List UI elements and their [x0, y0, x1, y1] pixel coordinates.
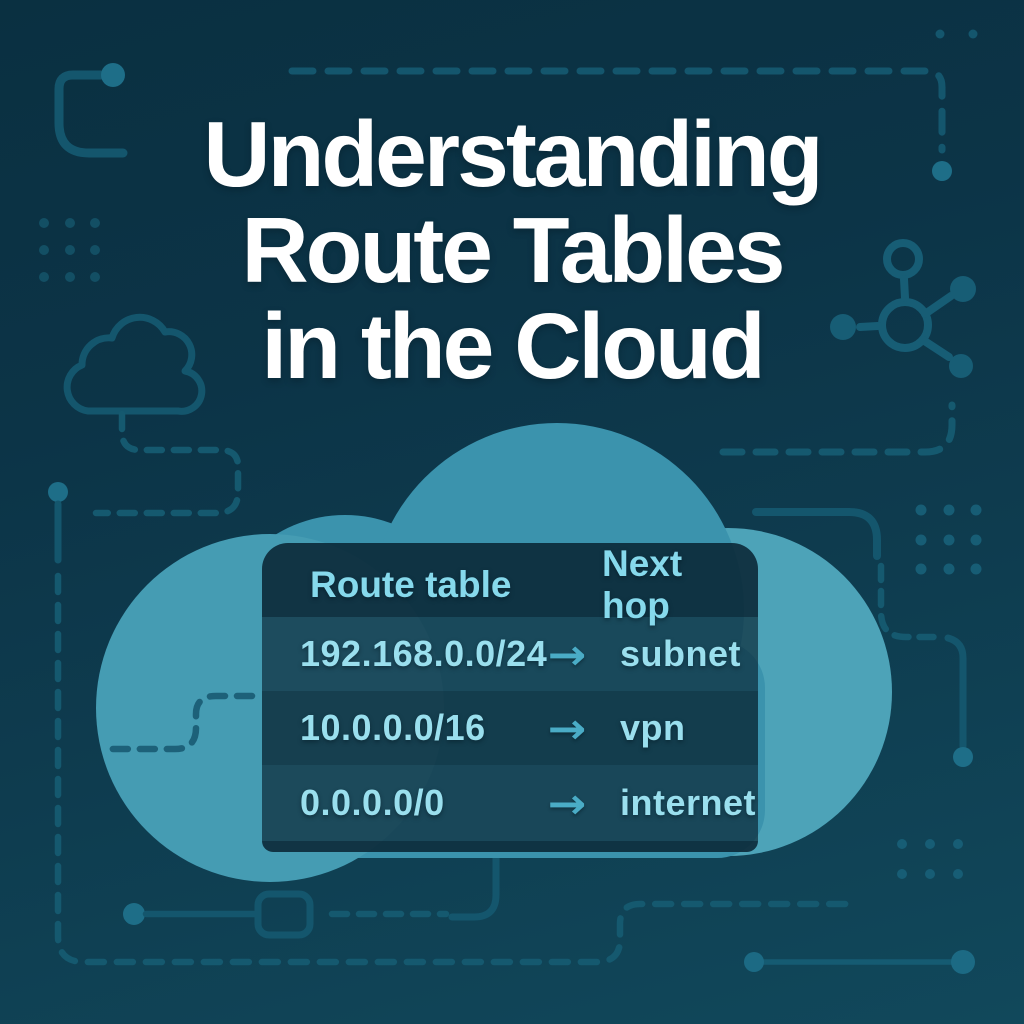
next-hop-cell: subnet	[620, 633, 742, 674]
route-cell: 192.168.0.0/24	[300, 633, 548, 674]
table-row-band-3	[262, 765, 758, 841]
circuit-trace-left-edge	[48, 482, 852, 966]
column-header-route-table: Route table	[310, 564, 512, 605]
circuit-trace-upper-right-dashed	[719, 401, 956, 456]
circuit-trace-right-dashed	[877, 562, 973, 767]
page-title: Understanding Route Tables in the Cloud	[0, 106, 1024, 394]
circuit-trace-top-left	[54, 63, 128, 158]
cloud-outline-icon	[63, 313, 242, 517]
title-line-2: Route Tables	[241, 198, 785, 302]
circuit-trace-right-corner	[752, 508, 881, 560]
dots-grid-right	[915, 504, 982, 575]
route-cell: 0.0.0.0/0	[300, 782, 445, 823]
node-dot	[932, 161, 952, 181]
table-row: 0.0.0.0/0 → internet	[262, 765, 758, 841]
table-header-band	[262, 543, 758, 617]
title-line-3: in the Cloud	[261, 294, 765, 398]
table-row-band-1	[262, 617, 758, 691]
column-header-next-hop: Next hop	[602, 543, 683, 626]
circuit-trace-bottom	[123, 850, 500, 939]
network-node-icon	[830, 239, 976, 378]
chip-outline	[254, 890, 314, 939]
node-dot	[951, 950, 975, 974]
table-row: 10.0.0.0/16 → vpn	[262, 691, 758, 765]
circuit-trace-on-cloud	[108, 692, 256, 753]
arrow-right-icon: →	[547, 703, 587, 753]
next-hop-cell: internet	[620, 782, 757, 823]
route-cell: 10.0.0.0/16	[300, 707, 486, 748]
node-dot	[101, 63, 125, 87]
node-dot	[744, 952, 764, 972]
arrow-right-icon: →	[547, 778, 587, 828]
node-dot	[953, 747, 973, 767]
node-dot	[123, 903, 145, 925]
table-header-row: Route table Next hop	[262, 543, 758, 626]
dots-grid-bottom-right	[897, 839, 963, 879]
arrow-right-icon: →	[547, 629, 587, 679]
dots-grid-top-left	[39, 218, 100, 282]
route-table-panel: Route table Next hop 192.168.0.0/24 → su…	[262, 543, 758, 852]
table-row-band-2	[262, 691, 758, 765]
table-footer-band	[262, 841, 758, 852]
table-row: 192.168.0.0/24 → subnet	[262, 617, 758, 691]
next-hop-cell: vpn	[620, 707, 686, 748]
node-dot	[48, 482, 68, 502]
circuit-trace-bottom-right-link	[744, 950, 975, 974]
circuit-trace-top-dashed	[288, 29, 978, 181]
title-line-1: Understanding	[203, 102, 823, 206]
